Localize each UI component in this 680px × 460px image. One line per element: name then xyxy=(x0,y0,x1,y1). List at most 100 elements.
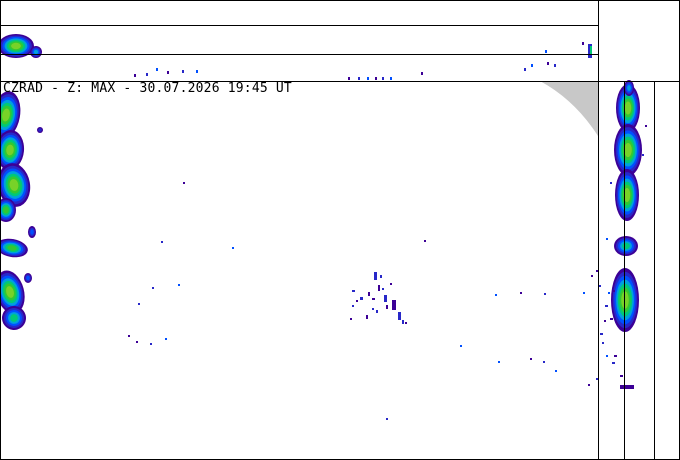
echo-left-7 xyxy=(2,306,26,330)
cluster-cell xyxy=(390,283,392,285)
cluster-cell xyxy=(378,285,380,291)
side-echo-3 xyxy=(615,169,639,221)
side-echo-3-level xyxy=(623,187,631,203)
cluster-cell xyxy=(382,288,384,290)
cluster-cell xyxy=(356,300,358,302)
clutter-speckle xyxy=(138,303,140,305)
cluster-cell xyxy=(376,310,378,313)
clutter-speckle xyxy=(555,370,557,372)
section-tick xyxy=(421,72,423,75)
echo-left-6 xyxy=(0,270,25,314)
cluster-cell xyxy=(374,272,377,280)
clutter-speckle xyxy=(352,305,354,307)
top-echo-left xyxy=(0,34,34,58)
side-tick xyxy=(614,355,617,357)
side-echo-6 xyxy=(624,80,634,96)
cluster-cell xyxy=(368,292,370,296)
no-coverage-area xyxy=(540,81,598,136)
cluster-cell xyxy=(398,312,401,320)
clutter-speckle xyxy=(520,292,522,294)
section-tick xyxy=(547,62,549,65)
section-tick xyxy=(156,68,158,71)
clutter-speckle xyxy=(608,292,610,294)
clutter-speckle xyxy=(150,343,152,345)
side-tick xyxy=(612,290,615,292)
section-tick xyxy=(554,64,556,67)
side-tick xyxy=(612,362,615,364)
section-tick xyxy=(167,71,169,74)
clutter-speckle xyxy=(405,322,407,324)
echo-left-4-level xyxy=(3,206,9,214)
side-tick xyxy=(596,270,599,272)
clutter-speckle xyxy=(128,335,130,337)
clutter-speckle xyxy=(460,345,462,347)
clutter-speckle xyxy=(606,238,608,240)
clutter-speckle xyxy=(604,320,606,322)
clutter-speckle xyxy=(606,355,608,357)
radar-title: CZRAD - Z: MAX - 30.07.2026 19:45 UT xyxy=(3,81,292,96)
top-echo-left-2 xyxy=(30,46,42,58)
echo-left-4 xyxy=(0,198,16,222)
clutter-speckle xyxy=(530,358,532,360)
clutter-speckle xyxy=(645,125,647,127)
cluster-cell xyxy=(366,315,368,319)
echo-left-1-level xyxy=(2,108,10,122)
side-tick xyxy=(598,285,601,287)
clutter-speckle xyxy=(591,275,593,277)
clutter-speckle xyxy=(424,240,426,242)
echo-left-5 xyxy=(0,238,28,258)
side-tick xyxy=(620,375,623,377)
clutter-speckle xyxy=(161,241,163,243)
side-tick xyxy=(610,318,613,320)
side-tick xyxy=(596,378,599,380)
top-echo-left-2-level xyxy=(33,49,39,55)
section-tick xyxy=(196,70,198,73)
clutter-speckle xyxy=(498,361,500,363)
clutter-speckle xyxy=(386,418,388,420)
clutter-speckle xyxy=(642,154,644,156)
echo-left-8 xyxy=(28,226,36,238)
clutter-speckle xyxy=(588,384,590,386)
section-tick xyxy=(524,68,526,71)
cluster-cell xyxy=(386,305,388,309)
clutter-speckle xyxy=(495,294,497,296)
echo-left-2-level xyxy=(6,144,14,156)
section-tick xyxy=(582,42,584,45)
cluster-cell xyxy=(372,298,375,300)
echo-left-3 xyxy=(0,163,31,207)
cluster-cell xyxy=(360,297,363,300)
clutter-speckle xyxy=(178,284,180,286)
echo-left-8-level xyxy=(30,229,34,235)
clutter-speckle xyxy=(372,308,374,310)
echo-left-6-level xyxy=(6,286,14,298)
side-echo-2-level xyxy=(624,142,632,158)
section-tick xyxy=(590,46,592,54)
side-echo-6-level xyxy=(627,85,631,91)
section-tick xyxy=(182,70,184,73)
side-echo-4 xyxy=(614,236,638,256)
clutter-speckle xyxy=(165,338,167,340)
cluster-cell xyxy=(380,275,382,278)
section-tick xyxy=(367,77,369,80)
cluster-cell xyxy=(384,295,387,302)
clutter-speckle xyxy=(136,341,138,343)
cluster-cell xyxy=(352,290,355,292)
section-tick xyxy=(146,73,148,76)
clutter-speckle xyxy=(602,342,604,344)
section-tick xyxy=(382,77,384,80)
clutter-speckle xyxy=(232,247,234,249)
side-echo-4-level xyxy=(622,242,630,250)
echo-left-10 xyxy=(37,127,43,133)
echo-left-5-level xyxy=(7,245,17,251)
side-tick xyxy=(620,385,634,389)
echo-left-7-level xyxy=(10,314,18,322)
cluster-cell xyxy=(402,320,404,324)
side-tick xyxy=(605,305,608,307)
top-echo-left-level xyxy=(11,42,21,50)
clutter-speckle xyxy=(152,287,154,289)
section-tick xyxy=(390,77,392,80)
section-tick xyxy=(348,77,350,80)
section-tick xyxy=(531,64,533,67)
